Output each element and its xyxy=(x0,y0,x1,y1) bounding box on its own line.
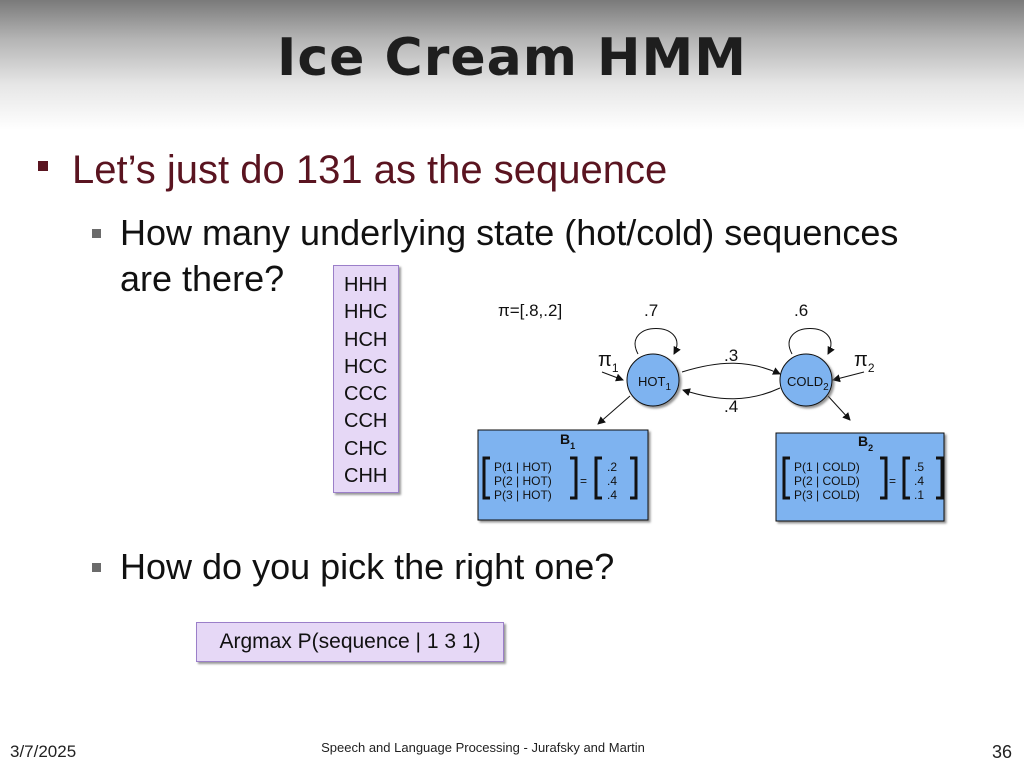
hot-to-cold-prob: .3 xyxy=(724,346,738,365)
sub-bullet-square-icon xyxy=(92,229,101,238)
b1-row: P(1 | HOT) xyxy=(494,460,552,474)
b1-value: .2 xyxy=(607,460,617,474)
b1-equals: = xyxy=(580,474,587,488)
bullet-main-text: Let’s just do 131 as the sequence xyxy=(72,148,668,192)
footer-date: 3/7/2025 xyxy=(10,742,77,761)
b2-equals: = xyxy=(889,474,896,488)
sub-bullet-line1: How many underlying state (hot/cold) seq… xyxy=(120,212,899,253)
b2-row: P(3 | COLD) xyxy=(794,488,860,502)
cold-to-hot-prob: .4 xyxy=(724,397,738,416)
sequence-item: CCC xyxy=(344,383,388,406)
emission-box-b2: B2 P(1 | COLD) P(2 | COLD) P(3 | COLD) =… xyxy=(775,432,945,522)
sequence-list-box: HHH HHC HCH HCC CCC CCH CHC CHH xyxy=(333,265,399,493)
b2-row: P(2 | COLD) xyxy=(794,474,860,488)
b2-value: .1 xyxy=(914,488,924,502)
slide-title: Ice Cream HMM xyxy=(276,28,747,88)
title-band xyxy=(0,0,1024,130)
sequence-item: HCC xyxy=(344,355,388,378)
bullet-square-icon xyxy=(38,161,48,172)
sub-bullet-pick: How do you pick the right one? xyxy=(92,544,615,590)
node-hot xyxy=(626,353,680,407)
self-loop-hot xyxy=(634,328,681,355)
hmm-diagram: π=[.8,.2] .7 .6 .3 .4 π1 π2 HOT1 COLD2 B… xyxy=(477,301,945,522)
self-loop-cold xyxy=(788,328,835,355)
b2-title: B2 xyxy=(858,433,873,453)
sub-bullet-count: How many underlying state (hot/cold) seq… xyxy=(92,210,899,302)
sub-bullet-line2: are there? xyxy=(120,258,285,299)
arrow-pi2 xyxy=(832,371,865,383)
self-cold-prob: .6 xyxy=(794,301,808,320)
sequence-item: HHH xyxy=(344,274,388,296)
sub-bullet-pick-text: How do you pick the right one? xyxy=(120,546,615,587)
arrow-hot-emission xyxy=(597,395,631,425)
arrow-hot-to-cold xyxy=(681,362,781,375)
sub-bullet-square-icon xyxy=(92,563,101,572)
sequence-item: HHC xyxy=(344,301,388,324)
arrow-cold-emission xyxy=(827,395,851,421)
node-cold-label: COLD2 xyxy=(787,374,829,393)
self-hot-prob: .7 xyxy=(644,301,658,320)
node-cold xyxy=(779,353,833,407)
node-hot-label: HOT1 xyxy=(638,374,671,393)
b1-row: P(3 | HOT) xyxy=(494,488,552,502)
sequence-item: CCH xyxy=(344,410,388,433)
argmax-box: Argmax P(sequence | 1 3 1) xyxy=(196,622,504,662)
b1-value: .4 xyxy=(607,488,617,502)
b1-value: .4 xyxy=(607,474,617,488)
sequence-item: CHC xyxy=(344,437,388,460)
b2-value: .4 xyxy=(914,474,924,488)
b2-row: P(1 | COLD) xyxy=(794,460,860,474)
sequence-item: HCH xyxy=(344,328,388,351)
arrow-cold-to-hot xyxy=(682,387,781,400)
pi-vector-label: π=[.8,.2] xyxy=(498,301,562,320)
sequence-item: CHH xyxy=(344,465,388,488)
b1-title: B1 xyxy=(560,431,575,451)
pi1-label: π1 xyxy=(598,349,619,375)
b2-value: .5 xyxy=(914,460,924,474)
slide-number: 36 xyxy=(991,742,1012,762)
bullet-main: Let’s just do 131 as the sequence xyxy=(38,148,667,193)
emission-box-b1: B1 P(1 | HOT) P(2 | HOT) P(3 | HOT) = .2… xyxy=(477,429,649,521)
b1-row: P(2 | HOT) xyxy=(494,474,552,488)
pi2-label: π2 xyxy=(854,349,875,375)
footer-credit: Speech and Language Processing - Jurafsk… xyxy=(321,740,645,755)
arrow-pi1 xyxy=(601,371,624,382)
